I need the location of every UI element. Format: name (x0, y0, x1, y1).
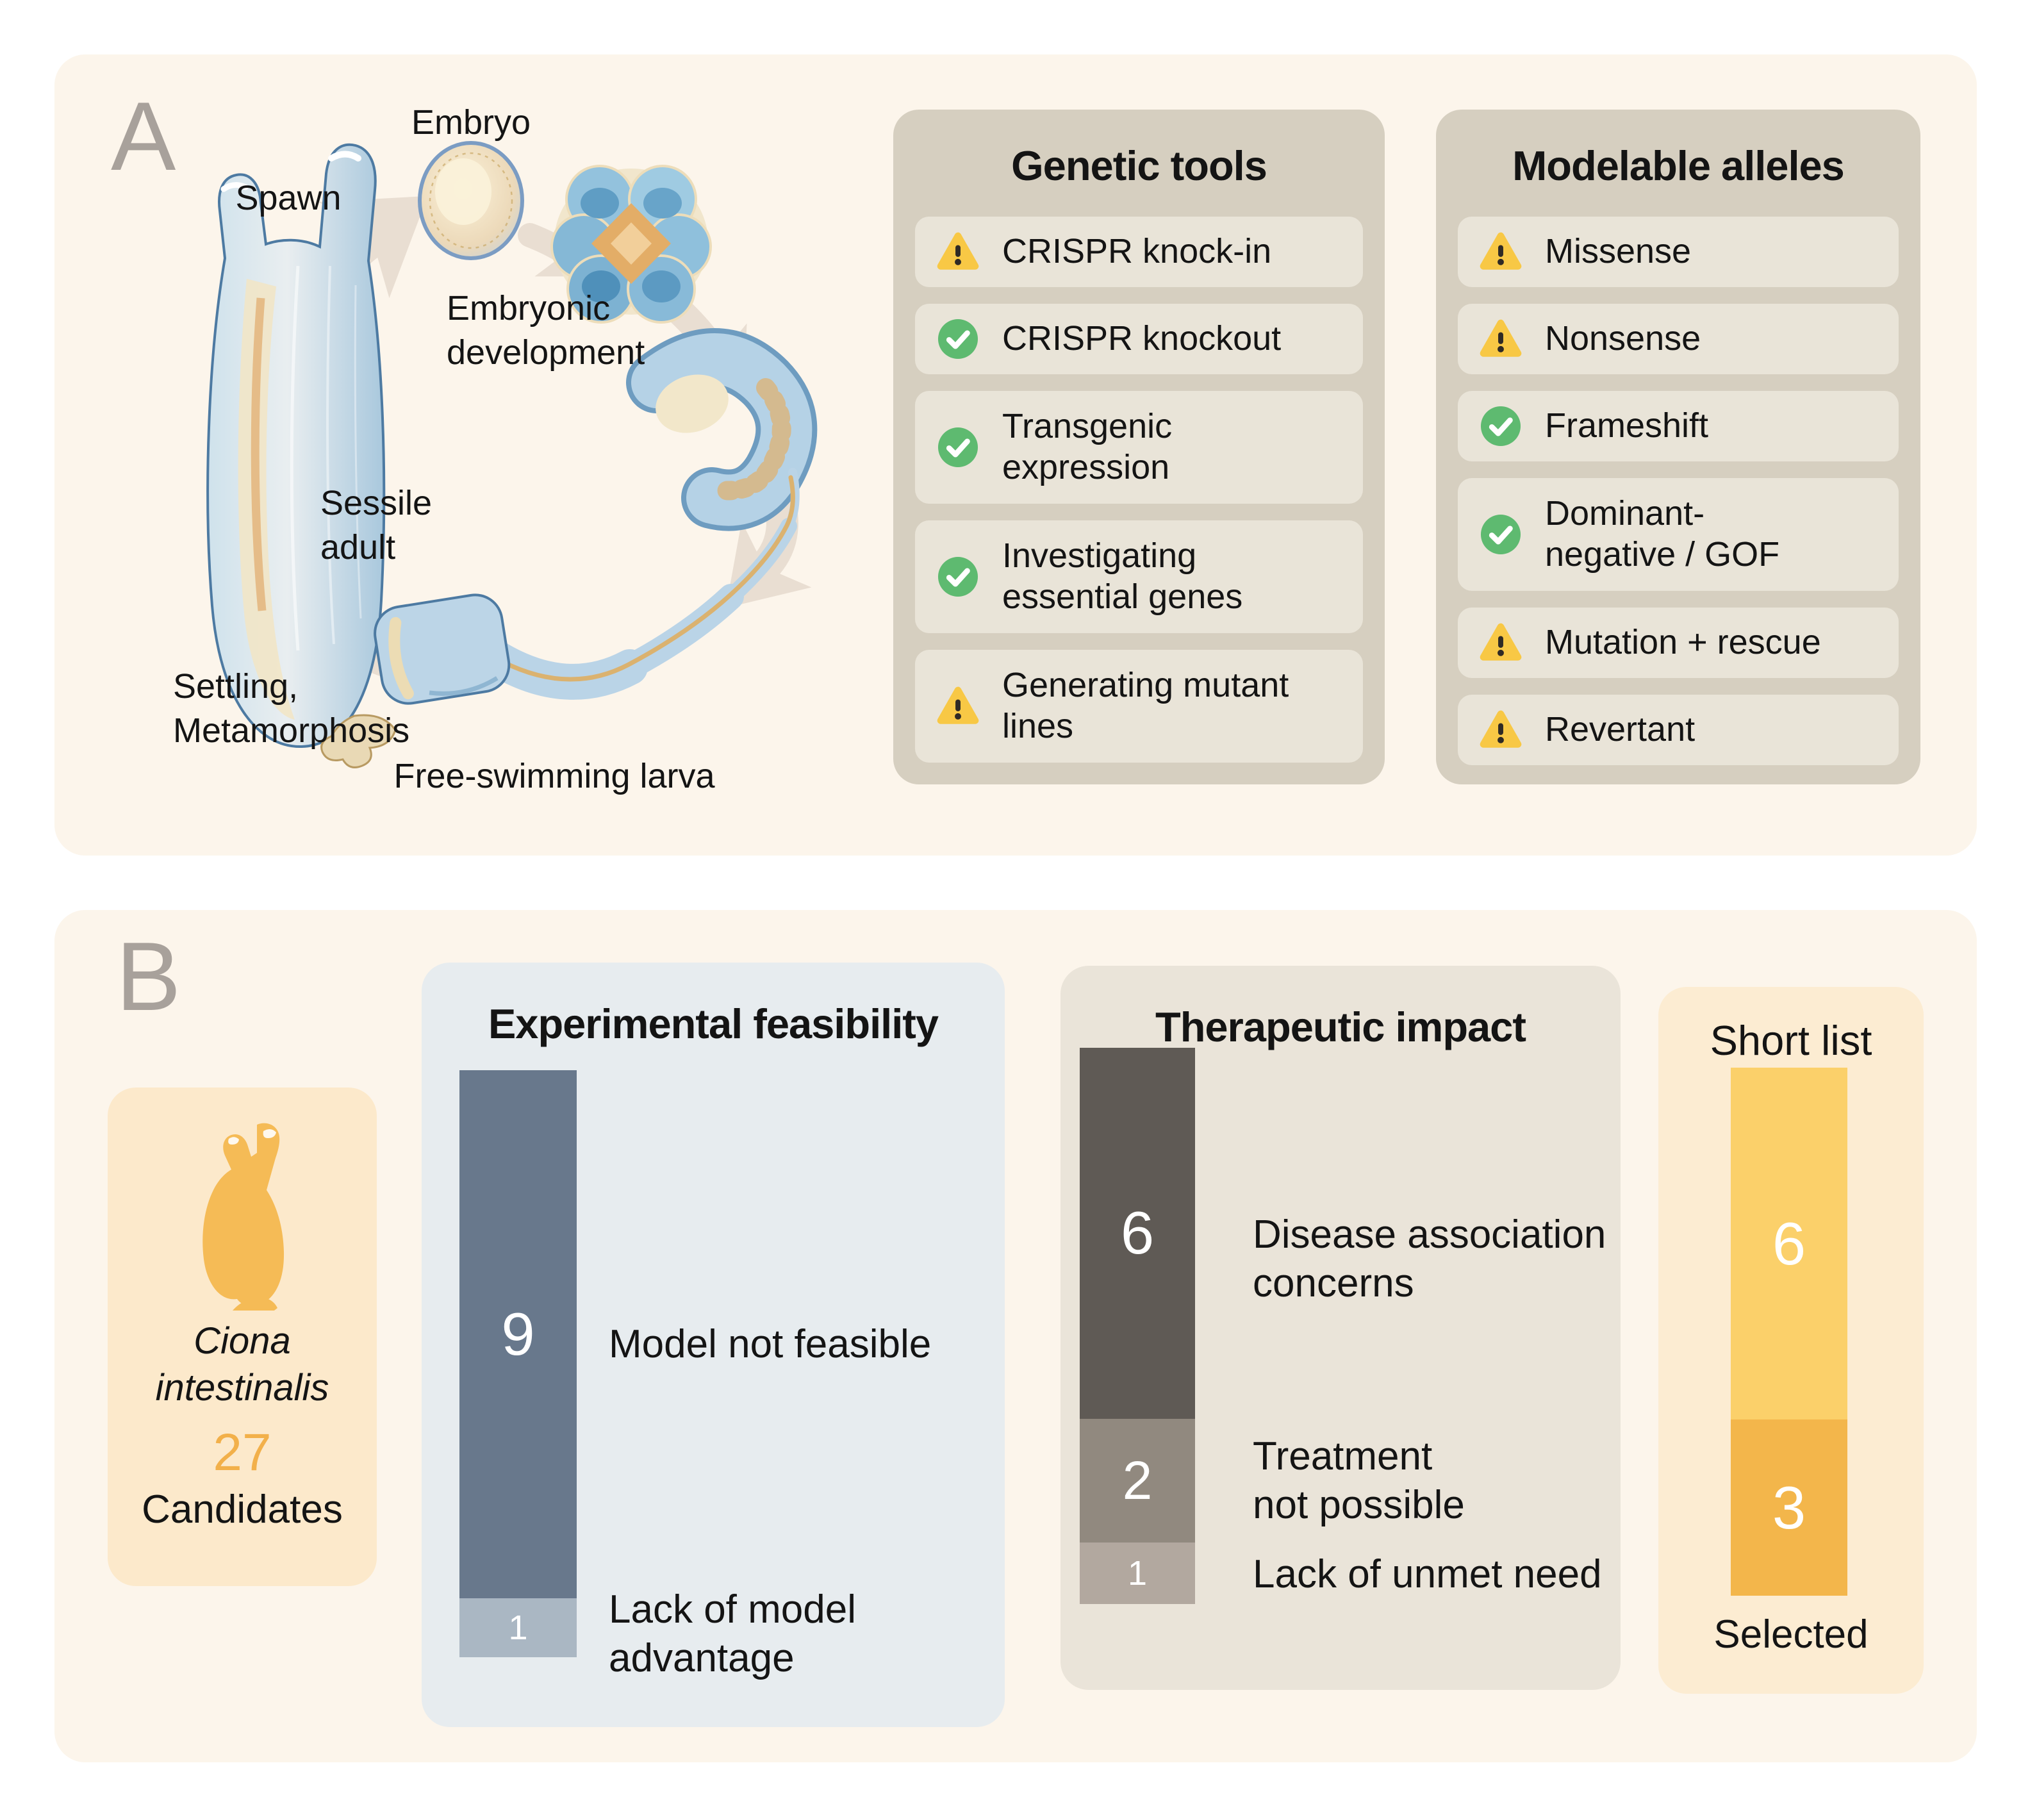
segment-label: Treatment not possible (1253, 1434, 1465, 1527)
segment-value: 1 (1127, 1553, 1148, 1592)
impact-stacked-bar: 6 2 1 (1080, 1048, 1195, 1604)
species-name: Ciona intestinalis (155, 1320, 329, 1409)
bar-segment: 6 (1080, 1048, 1195, 1419)
list-item-label: Mutation + rescue (1545, 623, 1821, 662)
segment-value: 1 (508, 1609, 528, 1648)
list-item: Investigating essential genes (915, 520, 1363, 633)
warning-icon (937, 686, 979, 724)
list-item-label: Investigating essential genes (1002, 536, 1243, 616)
list-item: CRISPR knockout (915, 304, 1363, 374)
genetic-tools-title: Genetic tools (1011, 142, 1267, 189)
segment-label: Lack of model advantage (609, 1587, 856, 1680)
cleavage-stage-drawing (550, 165, 712, 324)
label-embryo: Embryo (411, 103, 531, 142)
list-item-label: Missense (1545, 232, 1692, 271)
candidate-count-label: Candidates (142, 1487, 343, 1532)
list-item: Generating mutant lines (915, 650, 1363, 763)
therapeutic-impact-card: Therapeutic impact 6 2 1 Disease associa… (1060, 966, 1621, 1690)
warning-icon (1480, 232, 1522, 270)
list-item: Frameshift (1458, 391, 1899, 461)
list-item-label: Nonsense (1545, 319, 1701, 358)
list-item-label: CRISPR knock-in (1002, 232, 1272, 271)
shortlist-stacked-bar: 6 3 (1731, 1068, 1847, 1596)
feasibility-stacked-bar: 9 1 (459, 1070, 577, 1657)
list-item: Nonsense (1458, 304, 1899, 374)
segment-value: 6 (1772, 1209, 1806, 1277)
short-list-card: Short list 6 3 Selected (1658, 987, 1924, 1694)
list-item: Mutation + rescue (1458, 608, 1899, 678)
label-sessile-adult: Sessile adult (320, 484, 433, 567)
check-icon (937, 318, 978, 360)
panel-b: B Ciona intestinalis 27 Candidates Exper… (54, 910, 1977, 1762)
bar-segment: 3 (1731, 1419, 1847, 1596)
modelable-alleles-title: Modelable alleles (1512, 142, 1845, 189)
label-free-swimming-larva: Free-swimming larva (393, 757, 715, 795)
check-icon (1480, 514, 1521, 555)
tailbud-embryo-drawing (626, 328, 818, 531)
list-item: Transgenic expression (915, 391, 1363, 504)
selected-label: Selected (1713, 1612, 1869, 1657)
segment-value: 6 (1120, 1199, 1155, 1267)
panel-a-letter: A (111, 82, 176, 191)
warning-icon (937, 232, 979, 270)
segment-value: 2 (1122, 1450, 1153, 1510)
list-item-label: Revertant (1545, 710, 1696, 749)
segment-label: Lack of unmet need (1253, 1552, 1602, 1596)
warning-icon (1480, 710, 1522, 748)
list-item: Missense (1458, 217, 1899, 287)
modelable-alleles-box: Modelable alleles Missense Nonsense Fram… (1436, 110, 1920, 784)
label-embryonic-development: Embryonic development (447, 289, 645, 372)
list-item-label: Dominant- negative / GOF (1545, 494, 1780, 574)
list-item: CRISPR knock-in (915, 217, 1363, 287)
list-item: Dominant- negative / GOF (1458, 478, 1899, 591)
bar-segment: 9 (459, 1070, 577, 1599)
list-item-label: Generating mutant lines (1002, 666, 1289, 745)
panel-b-letter: B (116, 922, 181, 1031)
bar-segment: 2 (1080, 1418, 1195, 1543)
label-spawn: Spawn (235, 179, 342, 217)
warning-icon (1480, 319, 1522, 357)
list-item-label: Transgenic expression (1002, 407, 1173, 486)
list-item-label: Frameshift (1545, 406, 1709, 445)
candidate-count: 27 (213, 1423, 272, 1482)
genetic-tools-box: Genetic tools CRISPR knock-in CRISPR kno… (893, 110, 1385, 784)
warning-icon (1480, 623, 1522, 661)
embryo-drawing (418, 141, 524, 260)
check-icon (937, 556, 978, 597)
therapeutic-impact-title: Therapeutic impact (1155, 1004, 1526, 1050)
bar-segment: 1 (1080, 1542, 1195, 1604)
segment-label: Model not feasible (609, 1322, 932, 1366)
experimental-feasibility-card: Experimental feasibility 9 1 Model not f… (422, 963, 1005, 1727)
panel-a: A (54, 54, 1977, 856)
short-list-title: Short list (1710, 1017, 1872, 1064)
bar-segment: 6 (1731, 1068, 1847, 1420)
bar-segment: 1 (459, 1598, 577, 1657)
larva-drawing (374, 468, 800, 705)
segment-label: Disease association concerns (1253, 1212, 1606, 1305)
list-item: Revertant (1458, 695, 1899, 765)
check-icon (1480, 406, 1521, 447)
ciona-silhouette-icon (202, 1123, 285, 1311)
adult-tunicate-drawing (206, 143, 397, 768)
candidates-card: Ciona intestinalis 27 Candidates (108, 1088, 377, 1586)
experimental-feasibility-title: Experimental feasibility (488, 1000, 939, 1047)
check-icon (937, 427, 978, 468)
list-item-label: CRISPR knockout (1002, 319, 1282, 358)
segment-value: 3 (1772, 1473, 1806, 1541)
segment-value: 9 (501, 1300, 535, 1368)
label-settling-metamorphosis: Settling, Metamorphosis (173, 667, 410, 750)
ciona-lifecycle-illustration (206, 141, 818, 768)
